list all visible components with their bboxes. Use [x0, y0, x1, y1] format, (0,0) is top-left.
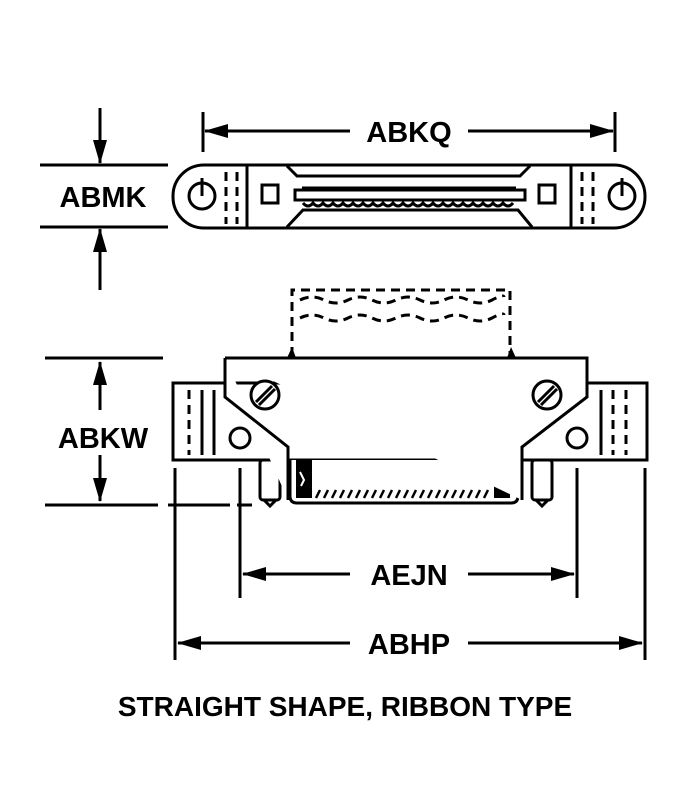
- right-square: [537, 183, 557, 205]
- label-abhp: ABHP: [368, 629, 450, 661]
- side-view: [171, 288, 649, 509]
- flange-dashes-left: [187, 390, 216, 455]
- dimension-abkw: ABKW: [45, 356, 252, 507]
- ribbon-cable-outline: [290, 288, 512, 356]
- dimension-abmk: ABMK: [40, 108, 168, 290]
- right-screw-icon: [531, 379, 563, 411]
- left-dashes: [224, 166, 249, 227]
- dimension-abhp: ABHP: [173, 468, 647, 661]
- contact-hatching: [314, 489, 490, 499]
- dimension-abkq: ABKQ: [201, 112, 617, 152]
- label-abkw: ABKW: [58, 423, 149, 455]
- top-body: [171, 163, 647, 230]
- right-flange-hole: [565, 426, 589, 450]
- diagram-caption: STRAIGHT SHAPE, RIBBON TYPE: [118, 691, 572, 722]
- connector-backshell: [223, 356, 589, 500]
- flange-dashes-right: [599, 390, 628, 455]
- label-abmk: ABMK: [60, 182, 147, 214]
- left-square: [260, 183, 280, 205]
- label-aejn: AEJN: [370, 560, 447, 592]
- label-abkq: ABKQ: [366, 117, 451, 149]
- left-screw-icon: [249, 379, 281, 411]
- dimension-aejn: AEJN: [238, 468, 579, 598]
- right-guide-pin: [530, 458, 554, 502]
- right-dashes: [569, 166, 595, 227]
- contact-slot: [293, 188, 527, 202]
- left-flange-hole: [228, 426, 252, 450]
- top-view: [171, 163, 647, 230]
